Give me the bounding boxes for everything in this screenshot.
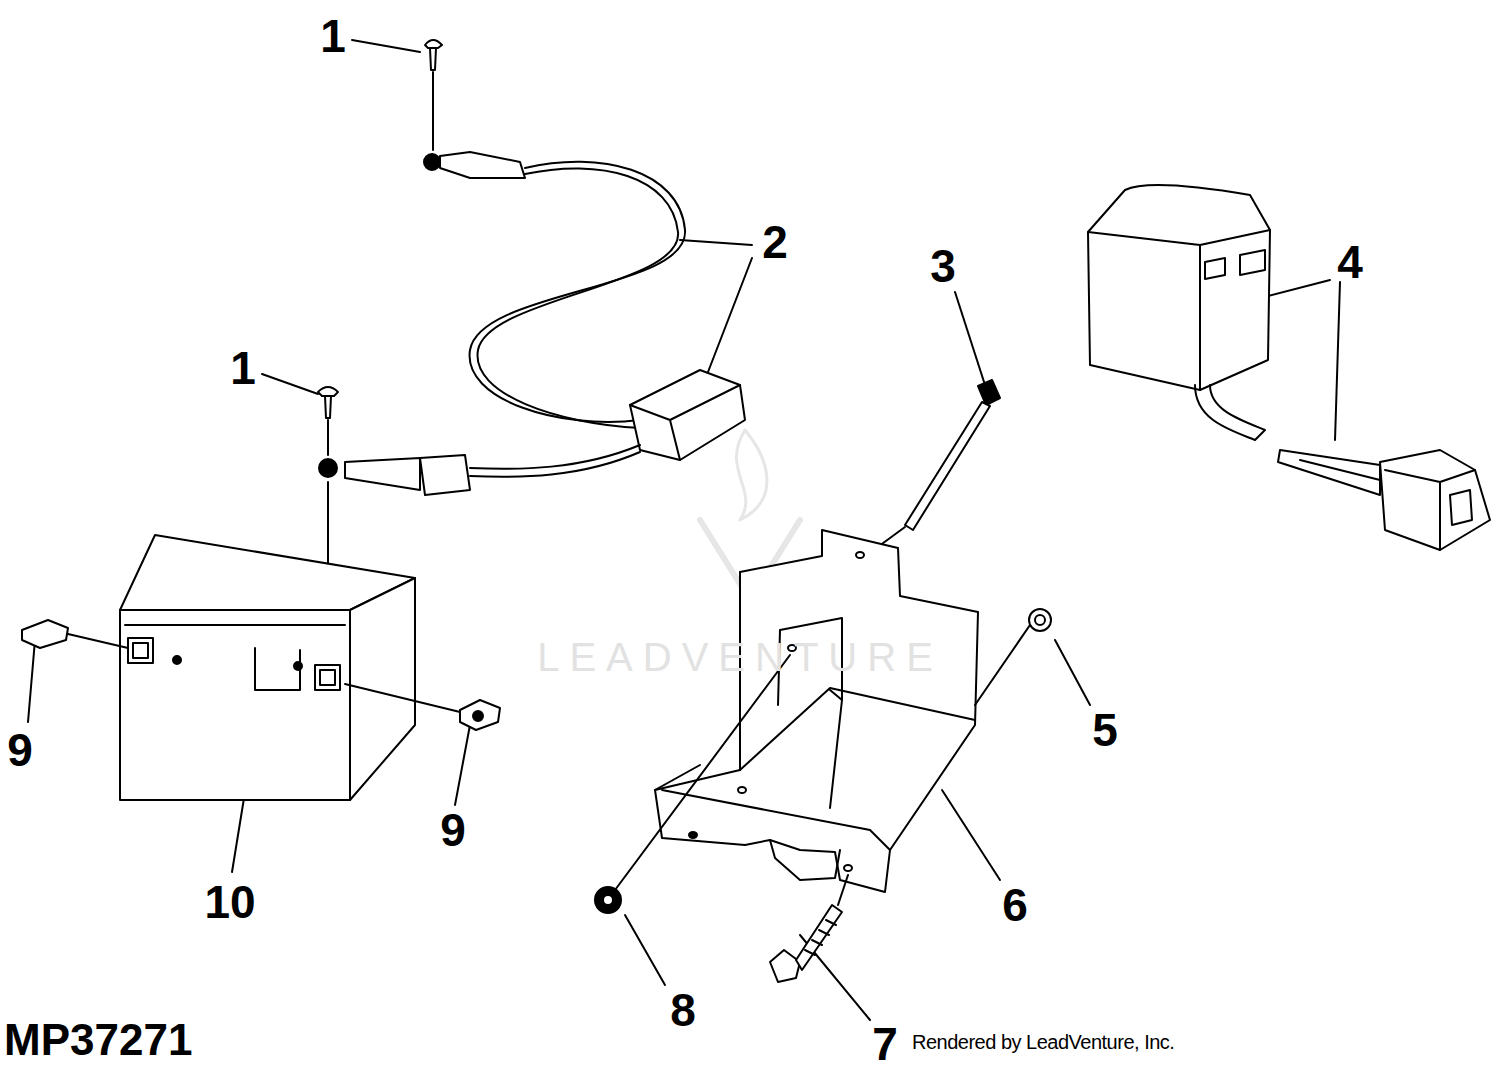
drawing-code: MP37271	[4, 1018, 192, 1062]
callout-number: 9	[7, 727, 33, 773]
callout-number: 6	[1002, 882, 1028, 928]
callout-number: 10	[204, 879, 255, 925]
terminal-clip	[22, 620, 500, 730]
battery	[120, 535, 415, 800]
callout-number: 4	[1337, 239, 1363, 285]
callout-number: 3	[930, 243, 956, 289]
callout-number: 5	[1092, 707, 1118, 753]
credit-note: Rendered by LeadVenture, Inc.	[912, 1032, 1174, 1052]
battery-bracket	[615, 530, 1030, 892]
watermark: LEADVENTURE	[537, 637, 943, 677]
watermark-logo	[736, 430, 766, 520]
bolt	[860, 380, 1000, 560]
callout-number: 2	[762, 219, 788, 265]
battery-charger	[1088, 185, 1490, 550]
callout-number: 8	[670, 987, 696, 1033]
callout-number: 1	[320, 13, 346, 59]
callout-number: 1	[230, 345, 256, 391]
leader-lines	[28, 40, 1340, 1020]
callout-number: 7	[872, 1021, 898, 1067]
wire-harness	[319, 152, 745, 495]
callout-number: 9	[440, 807, 466, 853]
